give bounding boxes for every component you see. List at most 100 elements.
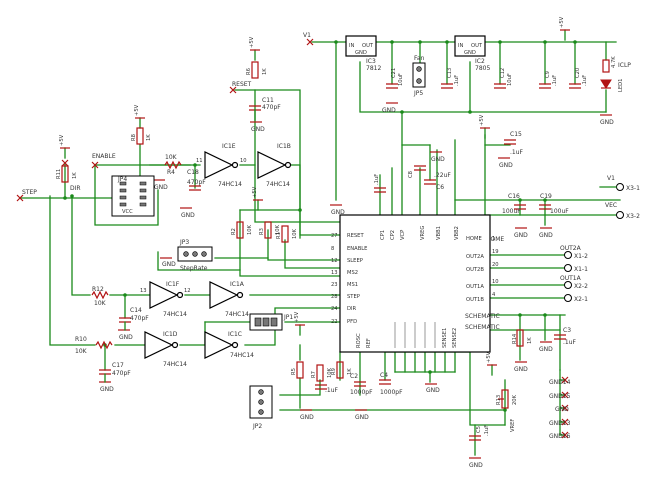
svg-text:R14: R14 xyxy=(512,333,518,344)
wire-net xyxy=(19,41,621,456)
jumper-header-jp4[interactable]: JP4 VCC xyxy=(111,175,155,217)
svg-text:ROSC: ROSC xyxy=(356,333,362,348)
svg-text:C12: C12 xyxy=(500,68,506,78)
svg-text:C2: C2 xyxy=(350,373,358,380)
cap-c11: C11 470pF xyxy=(249,97,281,121)
svg-text:GND13: GND13 xyxy=(549,420,571,427)
net-label-step: STEP xyxy=(22,189,37,196)
svg-text:19: 19 xyxy=(492,249,499,255)
svg-text:SENSE2: SENSE2 xyxy=(452,328,458,348)
svg-text:GND: GND xyxy=(539,346,553,353)
svg-text:10K: 10K xyxy=(165,154,178,161)
svg-text:GND: GND xyxy=(514,232,528,239)
svg-text:C20: C20 xyxy=(575,68,581,78)
svg-text:10K: 10K xyxy=(247,224,253,235)
svg-text:+5V: +5V xyxy=(486,351,492,363)
cap-c1: .1uF xyxy=(315,384,339,394)
svg-text:10uF: 10uF xyxy=(398,73,404,86)
svg-text:10: 10 xyxy=(492,279,499,285)
svg-text:Fan: Fan xyxy=(414,55,425,62)
fan-connector-jp5: Fan JP5 xyxy=(412,55,426,97)
svg-text:20K: 20K xyxy=(512,394,518,405)
svg-text:470pF: 470pF xyxy=(187,179,206,186)
svg-text:X3-1: X3-1 xyxy=(626,185,640,192)
svg-text:IC2: IC2 xyxy=(475,58,485,65)
svg-text:GND: GND xyxy=(300,414,314,421)
cap-c20: C20.1uF xyxy=(569,68,588,89)
label-vref: VREF xyxy=(510,419,516,432)
svg-text:C6: C6 xyxy=(436,184,444,191)
svg-text:.1uF: .1uF xyxy=(325,387,339,394)
svg-text:JP3: JP3 xyxy=(179,239,189,246)
svg-text:MS2: MS2 xyxy=(347,270,358,276)
svg-text:R1: R1 xyxy=(276,232,282,239)
svg-text:1000pF: 1000pF xyxy=(350,389,373,396)
terminal-x3-1[interactable]: X3-1 xyxy=(599,183,640,193)
svg-text:74HC14: 74HC14 xyxy=(163,361,187,368)
svg-text:470pF: 470pF xyxy=(130,315,149,322)
svg-text:IC3: IC3 xyxy=(366,58,376,65)
terminal-x2-1[interactable]: X2-1 xyxy=(564,294,589,304)
svg-text:VREG: VREG xyxy=(420,226,426,240)
inverter-ic1f: IC1F 74HC14 13 12 xyxy=(140,281,191,318)
vcc-5v-symbol: +5V xyxy=(134,104,145,129)
svg-text:RESET: RESET xyxy=(347,233,364,239)
svg-text:R2: R2 xyxy=(231,228,237,235)
jumper-jp2[interactable]: JP2 xyxy=(249,385,273,430)
svg-text:1K: 1K xyxy=(72,172,78,179)
vcc-5v-symbol: +5V xyxy=(559,16,570,41)
terminal-x1-1[interactable]: X1-1 xyxy=(564,264,589,274)
svg-text:JP2: JP2 xyxy=(252,423,262,430)
ground-symbol: GND xyxy=(180,207,195,219)
svg-text:VBB1: VBB1 xyxy=(436,226,442,240)
ground-symbol: GND xyxy=(118,329,133,341)
svg-text:OUT2A: OUT2A xyxy=(466,254,484,260)
cap-c9: C9.1uF xyxy=(539,71,558,89)
svg-text:GND16: GND16 xyxy=(549,433,571,440)
inverter-ic1a: IC1A 74HC14 xyxy=(209,281,249,318)
terminal-x3-2[interactable]: X3-2 xyxy=(616,211,641,221)
svg-text:C17: C17 xyxy=(112,362,124,369)
svg-text:C13: C13 xyxy=(447,68,453,78)
svg-text:100uF: 100uF xyxy=(502,208,521,215)
svg-text:+5V: +5V xyxy=(252,186,258,198)
ground-symbol: GND xyxy=(425,383,440,394)
svg-text:.1uF: .1uF xyxy=(454,75,460,86)
svg-text:20: 20 xyxy=(492,262,499,268)
svg-text:74HC14: 74HC14 xyxy=(225,311,249,318)
svg-text:11: 11 xyxy=(196,158,203,164)
inverter-ic1d: IC1D 74HC14 xyxy=(144,331,187,368)
net-label-v1-out: V1 xyxy=(607,175,615,182)
svg-text:+5V: +5V xyxy=(59,134,65,146)
svg-text:470pF: 470pF xyxy=(112,370,131,377)
svg-text:7812: 7812 xyxy=(366,65,381,72)
svg-text:10K: 10K xyxy=(292,228,298,239)
svg-text:JP5: JP5 xyxy=(413,90,423,97)
svg-text:X1-2: X1-2 xyxy=(574,253,588,260)
svg-text:DIR: DIR xyxy=(347,306,357,312)
svg-text:GND14: GND14 xyxy=(549,379,571,386)
svg-text:R6: R6 xyxy=(246,68,252,75)
svg-text:IC1E: IC1E xyxy=(222,143,236,150)
svg-text:13: 13 xyxy=(331,270,338,276)
net-label-vec: VEC xyxy=(605,202,617,209)
svg-text:GND: GND xyxy=(426,387,440,394)
svg-text:GND: GND xyxy=(154,184,168,191)
stepper-driver-ic: RESET ENABLE SLEEP MS2 MS1 STEP DIR PFD … xyxy=(331,214,500,353)
svg-text:X2-1: X2-1 xyxy=(574,296,588,303)
ground-symbol: GND xyxy=(600,114,614,126)
jumper-jp3-steprate[interactable]: JP3 StepRate xyxy=(177,239,213,272)
svg-text:C5: C5 xyxy=(476,426,482,433)
inverter-ic1e: IC1E 74HC14 11 10 xyxy=(196,143,247,188)
svg-text:74HC14: 74HC14 xyxy=(230,352,254,359)
svg-text:C14: C14 xyxy=(130,307,142,314)
svg-text:12: 12 xyxy=(184,288,191,294)
svg-text:R12: R12 xyxy=(92,286,104,293)
svg-text:10K: 10K xyxy=(94,300,107,307)
svg-text:X1-1: X1-1 xyxy=(574,266,588,273)
jumper-jp1[interactable]: JP1 xyxy=(249,313,293,331)
